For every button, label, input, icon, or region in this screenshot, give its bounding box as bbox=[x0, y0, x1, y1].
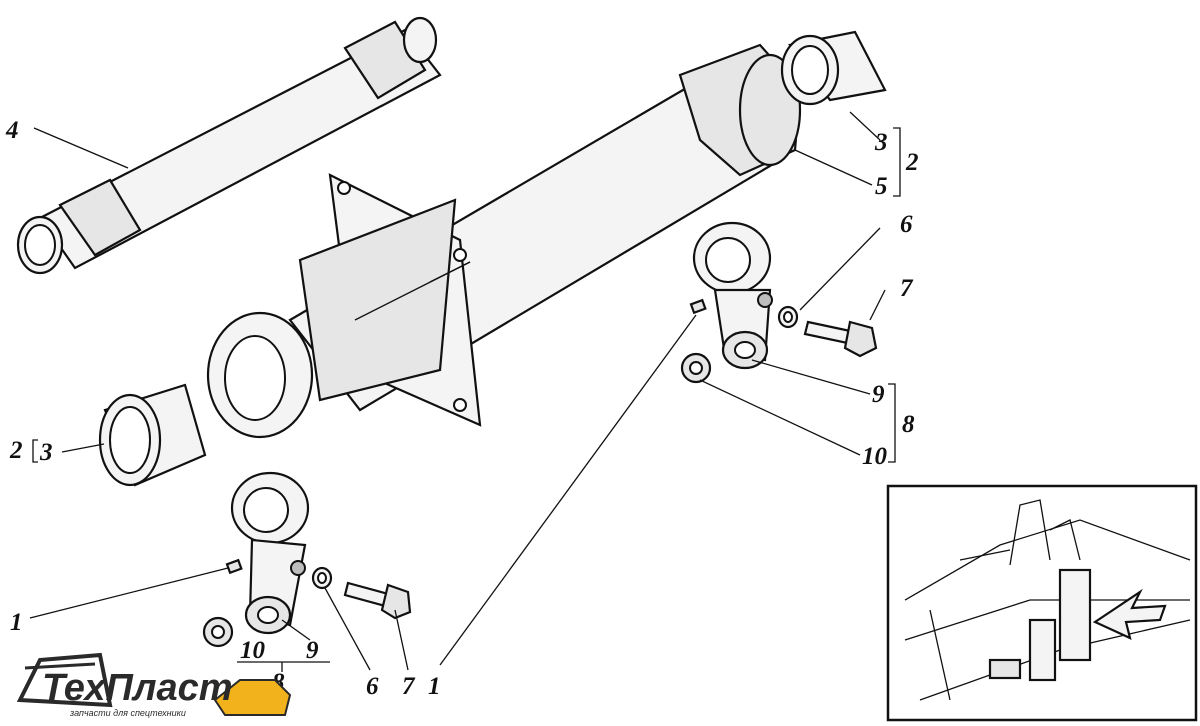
part-axle-housing bbox=[206, 43, 802, 439]
part-bolt-bottom bbox=[343, 581, 412, 620]
label-8-right: 8 bbox=[902, 411, 915, 438]
part-bushing-top bbox=[780, 30, 887, 106]
part-key-right bbox=[689, 298, 707, 315]
label-7-bottom: 7 bbox=[402, 673, 416, 700]
label-5-top: 5 bbox=[875, 173, 888, 200]
part-bolt-right bbox=[803, 320, 878, 358]
leader-lines bbox=[29, 111, 901, 672]
part-lever-right bbox=[692, 221, 773, 370]
label-2-top: 2 bbox=[905, 149, 919, 176]
label-6-bottom: 6 bbox=[366, 673, 379, 700]
part-washer-right bbox=[777, 305, 799, 329]
brand-logo: ТехПласт запчасти для спецтехники bbox=[16, 652, 292, 718]
label-6-right: 6 bbox=[900, 211, 913, 238]
part-nut-right bbox=[680, 352, 712, 384]
location-arrow-icon bbox=[1092, 588, 1167, 640]
label-7-right: 7 bbox=[900, 275, 914, 302]
part-lever-bottom bbox=[230, 471, 310, 635]
part-number-labels: 4 3 5 2 6 7 9 10 8 2 3 1 10 9 8 6 7 1 bbox=[5, 117, 919, 700]
brand-name: ТехПласт bbox=[42, 667, 233, 709]
label-10-right: 10 bbox=[862, 443, 888, 470]
brand-tagline: запчасти для спецтехники bbox=[69, 708, 186, 718]
part-washer-bottom bbox=[311, 566, 333, 590]
label-10-bottom: 10 bbox=[240, 637, 266, 664]
part-key-bottom bbox=[225, 558, 243, 575]
label-1-bottom: 1 bbox=[428, 673, 441, 700]
assembly-inset bbox=[886, 484, 1198, 722]
label-4: 4 bbox=[5, 117, 19, 144]
label-2-left: 2 bbox=[9, 437, 23, 464]
label-9-bottom: 9 bbox=[306, 637, 319, 664]
label-3-left: 3 bbox=[39, 439, 53, 466]
part-shaft bbox=[16, 16, 442, 275]
label-9-right: 9 bbox=[872, 381, 885, 408]
part-nut-bottom bbox=[202, 616, 234, 648]
label-3-top: 3 bbox=[874, 129, 888, 156]
label-1-left: 1 bbox=[10, 609, 23, 636]
part-bushing-left bbox=[98, 383, 207, 487]
